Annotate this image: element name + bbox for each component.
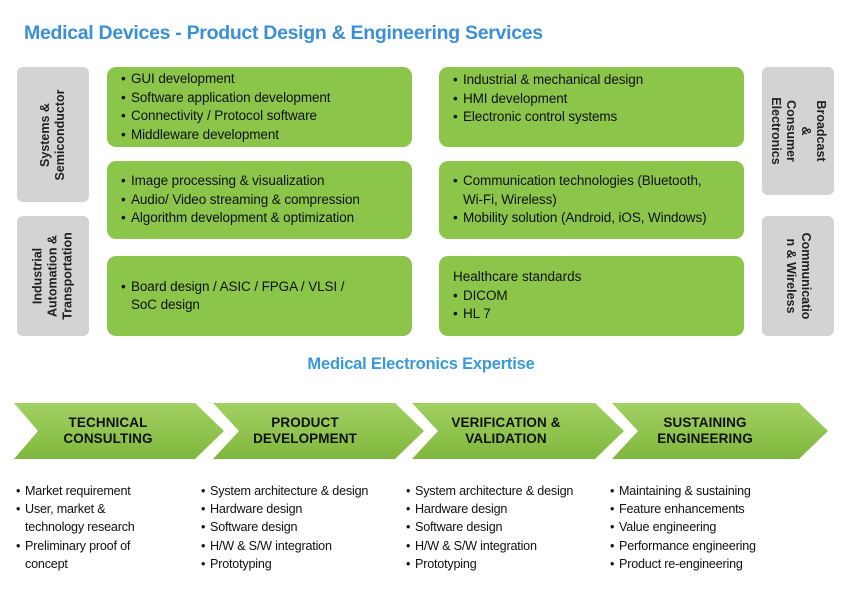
box-software-services: GUI development Software application dev… xyxy=(107,67,412,147)
chevron-verification-validation xyxy=(412,403,624,459)
list-item: Prototyping xyxy=(406,555,596,573)
list-item: System architecture & design xyxy=(201,482,391,500)
list-item: Industrial & mechanical design xyxy=(453,71,730,90)
list-item: Software design xyxy=(406,518,596,536)
chevron-technical-consulting xyxy=(14,403,224,459)
stage-items-sustaining-engineering: Maintaining & sustaining Feature enhance… xyxy=(610,482,810,573)
list-item: Board design / ASIC / FPGA / VLSI / SoC … xyxy=(121,278,366,315)
list-item: Hardware design xyxy=(406,500,596,518)
stage-label-sustaining-engineering: SUSTAINING ENGINEERING xyxy=(657,415,753,446)
chevron-product-development xyxy=(213,403,424,459)
list-item: Feature enhancements xyxy=(610,500,810,518)
list-item: HL 7 xyxy=(453,305,730,324)
list-item: Software application development xyxy=(121,89,398,108)
list-item: H/W & S/W integration xyxy=(201,537,391,555)
list-item: Hardware design xyxy=(201,500,391,518)
list-item: HMI development xyxy=(453,90,730,109)
list-item: Prototyping xyxy=(201,555,391,573)
list-item: GUI development xyxy=(121,70,398,89)
list-item: Performance engineering xyxy=(610,537,810,555)
list-item: Electronic control systems xyxy=(453,108,730,127)
side-box-industrial-automation: Industrial Automation & Transportation xyxy=(17,216,89,336)
page-title: Medical Devices - Product Design & Engin… xyxy=(24,22,543,44)
list-item: Middleware development xyxy=(121,126,398,145)
list-item: Preliminary proof of concept xyxy=(16,537,146,573)
list-item: Communication technologies (Bluetooth, W… xyxy=(453,172,723,209)
box-industrial-design: Industrial & mechanical design HMI devel… xyxy=(439,67,744,147)
list-item: Mobility solution (Android, iOS, Windows… xyxy=(453,209,730,228)
list-item: Product re-engineering xyxy=(610,555,810,573)
list-item: Connectivity / Protocol software xyxy=(121,107,398,126)
healthcare-heading: Healthcare standards xyxy=(453,269,582,285)
stage-label-product-development: PRODUCT DEVELOPMENT xyxy=(253,415,357,446)
side-box-systems-semiconductor: Systems & Semiconductor xyxy=(17,67,89,202)
stage-label-technical-consulting: TECHNICAL CONSULTING xyxy=(63,415,153,446)
box-multimedia-services: Image processing & visualization Audio/ … xyxy=(107,161,412,239)
side-box-communication-wireless: Communicatio n & Wireless xyxy=(762,216,834,336)
list-item: Value engineering xyxy=(610,518,810,536)
box-healthcare-standards: Healthcare standards DICOM HL 7 xyxy=(439,256,744,336)
list-item: H/W & S/W integration xyxy=(406,537,596,555)
list-item: Market requirement xyxy=(16,482,181,500)
stage-label-verification-validation: VERIFICATION & VALIDATION xyxy=(451,415,561,446)
box-communication: Communication technologies (Bluetooth, W… xyxy=(439,161,744,239)
list-item: User, market & technology research xyxy=(16,500,151,536)
stage-items-verification-validation: System architecture & design Hardware de… xyxy=(406,482,596,573)
list-item: Maintaining & sustaining xyxy=(610,482,810,500)
list-item: Image processing & visualization xyxy=(121,172,398,191)
list-item: DICOM xyxy=(453,287,730,306)
stage-items-product-development: System architecture & design Hardware de… xyxy=(201,482,391,573)
list-item: System architecture & design xyxy=(406,482,596,500)
chevron-sustaining-engineering xyxy=(612,403,828,459)
side-box-broadcast-consumer: Broadcast & Consumer Electronics xyxy=(762,67,834,195)
stage-items-technical-consulting: Market requirement User, market & techno… xyxy=(16,482,181,573)
list-item: Audio/ Video streaming & compression xyxy=(121,191,398,210)
section-subtitle: Medical Electronics Expertise xyxy=(307,355,535,373)
box-hardware-services: Board design / ASIC / FPGA / VLSI / SoC … xyxy=(107,256,412,336)
list-item: Software design xyxy=(201,518,391,536)
list-item: Algorithm development & optimization xyxy=(121,209,398,228)
